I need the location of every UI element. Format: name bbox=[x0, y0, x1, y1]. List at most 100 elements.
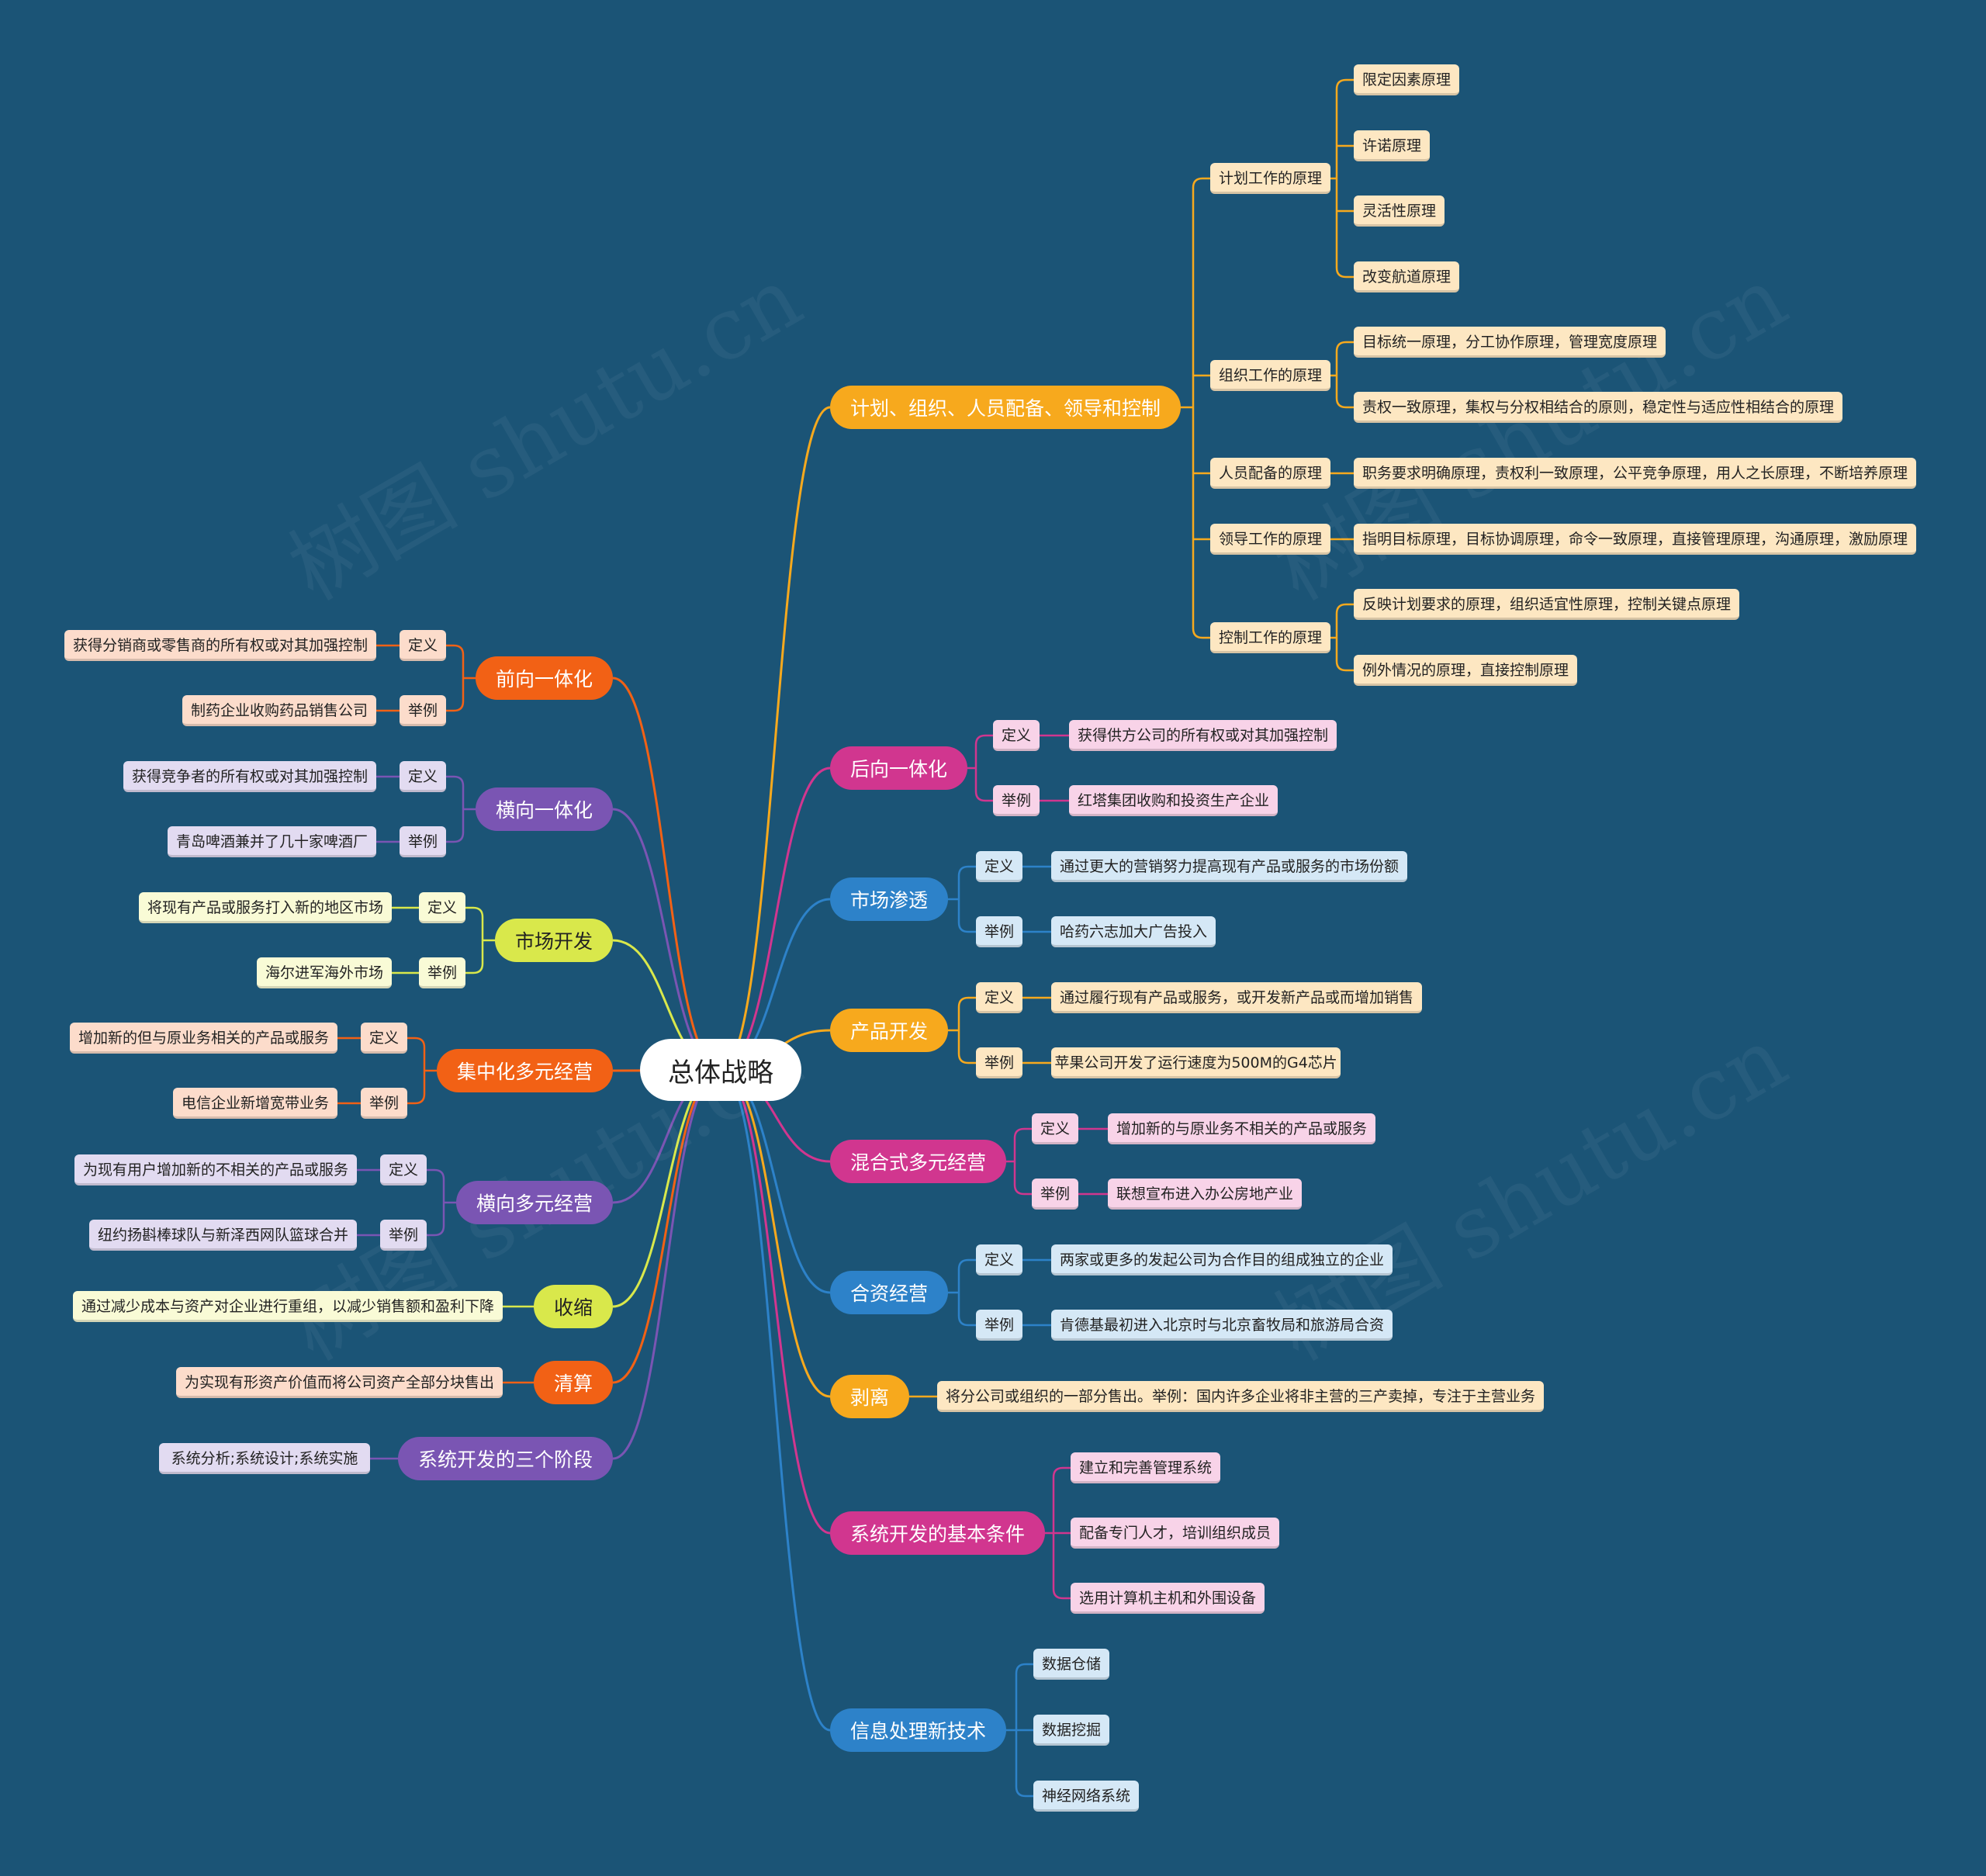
detail-item[interactable]: 制药企业收购药品销售公司 bbox=[182, 695, 376, 726]
subtopic[interactable]: 组织工作的原理 bbox=[1210, 360, 1330, 391]
detail-item[interactable]: 通过更大的营销努力提高现有产品或服务的市场份额 bbox=[1051, 851, 1407, 882]
connector-line bbox=[1038, 1466, 1071, 1600]
main-topic[interactable]: 收缩 bbox=[534, 1285, 613, 1328]
subtopic[interactable]: 定义 bbox=[361, 1023, 407, 1054]
connector-line bbox=[943, 1258, 976, 1327]
subtopic[interactable]: 举例 bbox=[993, 785, 1040, 816]
main-topic[interactable]: 市场渗透 bbox=[830, 877, 948, 921]
subtopic[interactable]: 定义 bbox=[1032, 1113, 1078, 1144]
subtopic[interactable]: 配备专门人才，培训组织成员 bbox=[1071, 1518, 1279, 1549]
subtopic[interactable]: 建立和完善管理系统 bbox=[1071, 1452, 1220, 1483]
subtopic[interactable]: 定义 bbox=[976, 1244, 1022, 1275]
main-topic[interactable]: 混合式多元经营 bbox=[830, 1140, 1006, 1183]
detail-item[interactable]: 限定因素原理 bbox=[1354, 64, 1459, 95]
main-topic[interactable]: 系统开发的三个阶段 bbox=[398, 1437, 613, 1480]
main-topic[interactable]: 信息处理新技术 bbox=[830, 1708, 1006, 1752]
detail-item[interactable]: 反映计划要求的原理，组织适宜性原理，控制关键点原理 bbox=[1354, 589, 1739, 620]
connector-line bbox=[720, 1068, 831, 1535]
main-topic[interactable]: 横向多元经营 bbox=[456, 1181, 613, 1224]
subtopic[interactable]: 数据挖掘 bbox=[1033, 1715, 1109, 1746]
main-topic[interactable]: 产品开发 bbox=[830, 1009, 948, 1052]
subtopic[interactable]: 定义 bbox=[993, 720, 1040, 751]
detail-item[interactable]: 增加新的与原业务不相关的产品或服务 bbox=[1108, 1113, 1375, 1144]
main-topic[interactable]: 市场开发 bbox=[495, 919, 613, 962]
detail-item[interactable]: 联想宣布进入办公房地产业 bbox=[1108, 1179, 1302, 1210]
connector-line bbox=[720, 1068, 831, 1398]
detail-item[interactable]: 为现有用户增加新的不相关的产品或服务 bbox=[74, 1154, 357, 1185]
detail-item[interactable]: 责权一致原理，集权与分权相结合的原则，稳定性与适应性相结合的原理 bbox=[1354, 392, 1842, 423]
subtopic[interactable]: 定义 bbox=[419, 892, 465, 923]
connector-line bbox=[943, 865, 976, 933]
connector-line bbox=[612, 808, 721, 1071]
subtopic[interactable]: 通过减少成本与资产对企业进行重组，以减少销售额和盈利下降 bbox=[73, 1291, 503, 1322]
connector-line bbox=[612, 1068, 721, 1460]
connector-line bbox=[446, 775, 479, 843]
detail-item[interactable]: 电信企业新增宽带业务 bbox=[173, 1088, 337, 1119]
detail-item[interactable]: 通过履行现有产品或服务，或开发新产品或而增加销售 bbox=[1051, 982, 1422, 1013]
subtopic[interactable]: 举例 bbox=[976, 916, 1022, 947]
subtopic[interactable]: 领导工作的原理 bbox=[1210, 524, 1330, 555]
detail-item[interactable]: 增加新的但与原业务相关的产品或服务 bbox=[70, 1023, 337, 1054]
detail-item[interactable]: 指明目标原理，目标协调原理，命令一致原理，直接管理原理，沟通原理，激励原理 bbox=[1354, 524, 1916, 555]
main-topic[interactable]: 清算 bbox=[534, 1361, 613, 1404]
detail-item[interactable]: 肯德基最初进入北京时与北京畜牧局和旅游局合资 bbox=[1051, 1310, 1393, 1341]
subtopic[interactable]: 为实现有形资产价值而将公司资产全部分块售出 bbox=[176, 1367, 503, 1398]
main-topic[interactable]: 横向一体化 bbox=[476, 787, 613, 831]
detail-item[interactable]: 职务要求明确原理，责权利一致原理，公平竞争原理，用人之长原理，不断培养原理 bbox=[1354, 458, 1916, 489]
detail-item[interactable]: 灵活性原理 bbox=[1354, 196, 1445, 227]
connector-line bbox=[720, 1068, 831, 1732]
connector-line bbox=[720, 1068, 831, 1294]
subtopic[interactable]: 系统分析;系统设计;系统实施 bbox=[158, 1443, 370, 1474]
subtopic[interactable]: 将分公司或组织的一部分售出。举例：国内许多企业将非主营的三产卖掉，专注于主营业务 bbox=[937, 1381, 1544, 1412]
detail-item[interactable]: 海尔进军海外市场 bbox=[257, 957, 392, 988]
subtopic[interactable]: 举例 bbox=[1032, 1179, 1078, 1210]
detail-item[interactable]: 许诺原理 bbox=[1354, 130, 1430, 161]
detail-item[interactable]: 例外情况的原理，直接控制原理 bbox=[1354, 655, 1577, 686]
subtopic[interactable]: 定义 bbox=[380, 1154, 427, 1185]
detail-item[interactable]: 两家或更多的发起公司为合作目的组成独立的企业 bbox=[1051, 1244, 1393, 1275]
detail-item[interactable]: 目标统一原理，分工协作原理，管理宽度原理 bbox=[1354, 327, 1666, 358]
connector-line bbox=[1001, 1663, 1033, 1798]
subtopic[interactable]: 人员配备的原理 bbox=[1210, 458, 1330, 489]
detail-item[interactable]: 青岛啤酒兼并了几十家啤酒厂 bbox=[168, 826, 376, 857]
main-topic[interactable]: 系统开发的基本条件 bbox=[830, 1511, 1045, 1555]
subtopic[interactable]: 选用计算机主机和外围设备 bbox=[1071, 1583, 1265, 1614]
detail-item[interactable]: 将现有产品或服务打入新的地区市场 bbox=[139, 892, 392, 923]
detail-item[interactable]: 哈药六志加大广告投入 bbox=[1051, 916, 1216, 947]
detail-item[interactable]: 获得分销商或零售商的所有权或对其加强控制 bbox=[64, 630, 376, 661]
subtopic[interactable]: 举例 bbox=[419, 957, 465, 988]
subtopic[interactable]: 举例 bbox=[400, 695, 446, 726]
connector-line bbox=[720, 406, 831, 1071]
detail-item[interactable]: 苹果公司开发了运行速度为500M的G4芯片 bbox=[1051, 1047, 1341, 1078]
detail-item[interactable]: 获得供方公司的所有权或对其加强控制 bbox=[1069, 720, 1337, 751]
detail-item[interactable]: 改变航道原理 bbox=[1354, 261, 1459, 292]
main-topic[interactable]: 剥离 bbox=[830, 1375, 909, 1418]
main-topic[interactable]: 后向一体化 bbox=[830, 746, 967, 790]
main-topic[interactable]: 集中化多元经营 bbox=[437, 1049, 613, 1092]
main-topic[interactable]: 计划、组织、人员配备、领导和控制 bbox=[830, 386, 1181, 429]
subtopic[interactable]: 举例 bbox=[976, 1310, 1022, 1341]
subtopic[interactable]: 控制工作的原理 bbox=[1210, 622, 1330, 653]
subtopic[interactable]: 定义 bbox=[976, 982, 1022, 1013]
connector-line bbox=[407, 1037, 440, 1105]
detail-item[interactable]: 纽约扬斟棒球队与新泽西网队篮球合并 bbox=[89, 1220, 357, 1251]
subtopic[interactable]: 举例 bbox=[976, 1047, 1022, 1078]
connector-line bbox=[612, 1068, 721, 1384]
subtopic[interactable]: 定义 bbox=[976, 851, 1022, 882]
connector-line bbox=[427, 1168, 459, 1237]
subtopic[interactable]: 举例 bbox=[400, 826, 446, 857]
subtopic[interactable]: 定义 bbox=[400, 761, 446, 792]
detail-item[interactable]: 获得竞争者的所有权或对其加强控制 bbox=[123, 761, 376, 792]
subtopic[interactable]: 神经网络系统 bbox=[1033, 1781, 1139, 1812]
subtopic[interactable]: 举例 bbox=[361, 1088, 407, 1119]
subtopic[interactable]: 计划工作的原理 bbox=[1210, 163, 1330, 194]
detail-item[interactable]: 红塔集团收购和投资生产企业 bbox=[1069, 785, 1278, 816]
subtopic[interactable]: 数据仓储 bbox=[1033, 1649, 1109, 1680]
subtopic[interactable]: 举例 bbox=[380, 1220, 427, 1251]
root-topic[interactable]: 总体战略 bbox=[640, 1039, 801, 1101]
main-topic[interactable]: 前向一体化 bbox=[476, 656, 613, 700]
main-topic[interactable]: 合资经营 bbox=[830, 1271, 948, 1314]
subtopic[interactable]: 定义 bbox=[400, 630, 446, 661]
